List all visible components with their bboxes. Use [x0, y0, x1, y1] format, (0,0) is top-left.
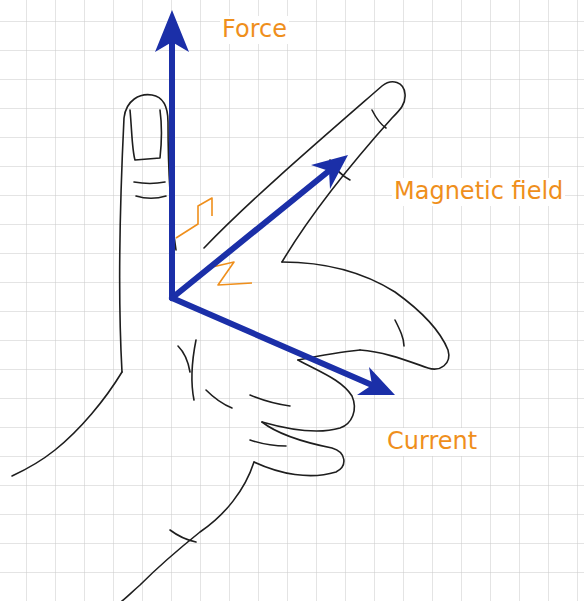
current-arrow [172, 298, 372, 385]
hand-sketch [12, 82, 449, 601]
axis-label: Magnetic field [392, 178, 565, 206]
vector-arrows [155, 10, 395, 395]
arrowhead [311, 155, 348, 189]
axis-label: Force [220, 16, 289, 44]
arrowhead [357, 367, 395, 395]
axis-label: Current [385, 428, 479, 456]
arrowhead [155, 10, 189, 52]
field-arrow [172, 170, 330, 298]
force-arrow [169, 38, 175, 298]
